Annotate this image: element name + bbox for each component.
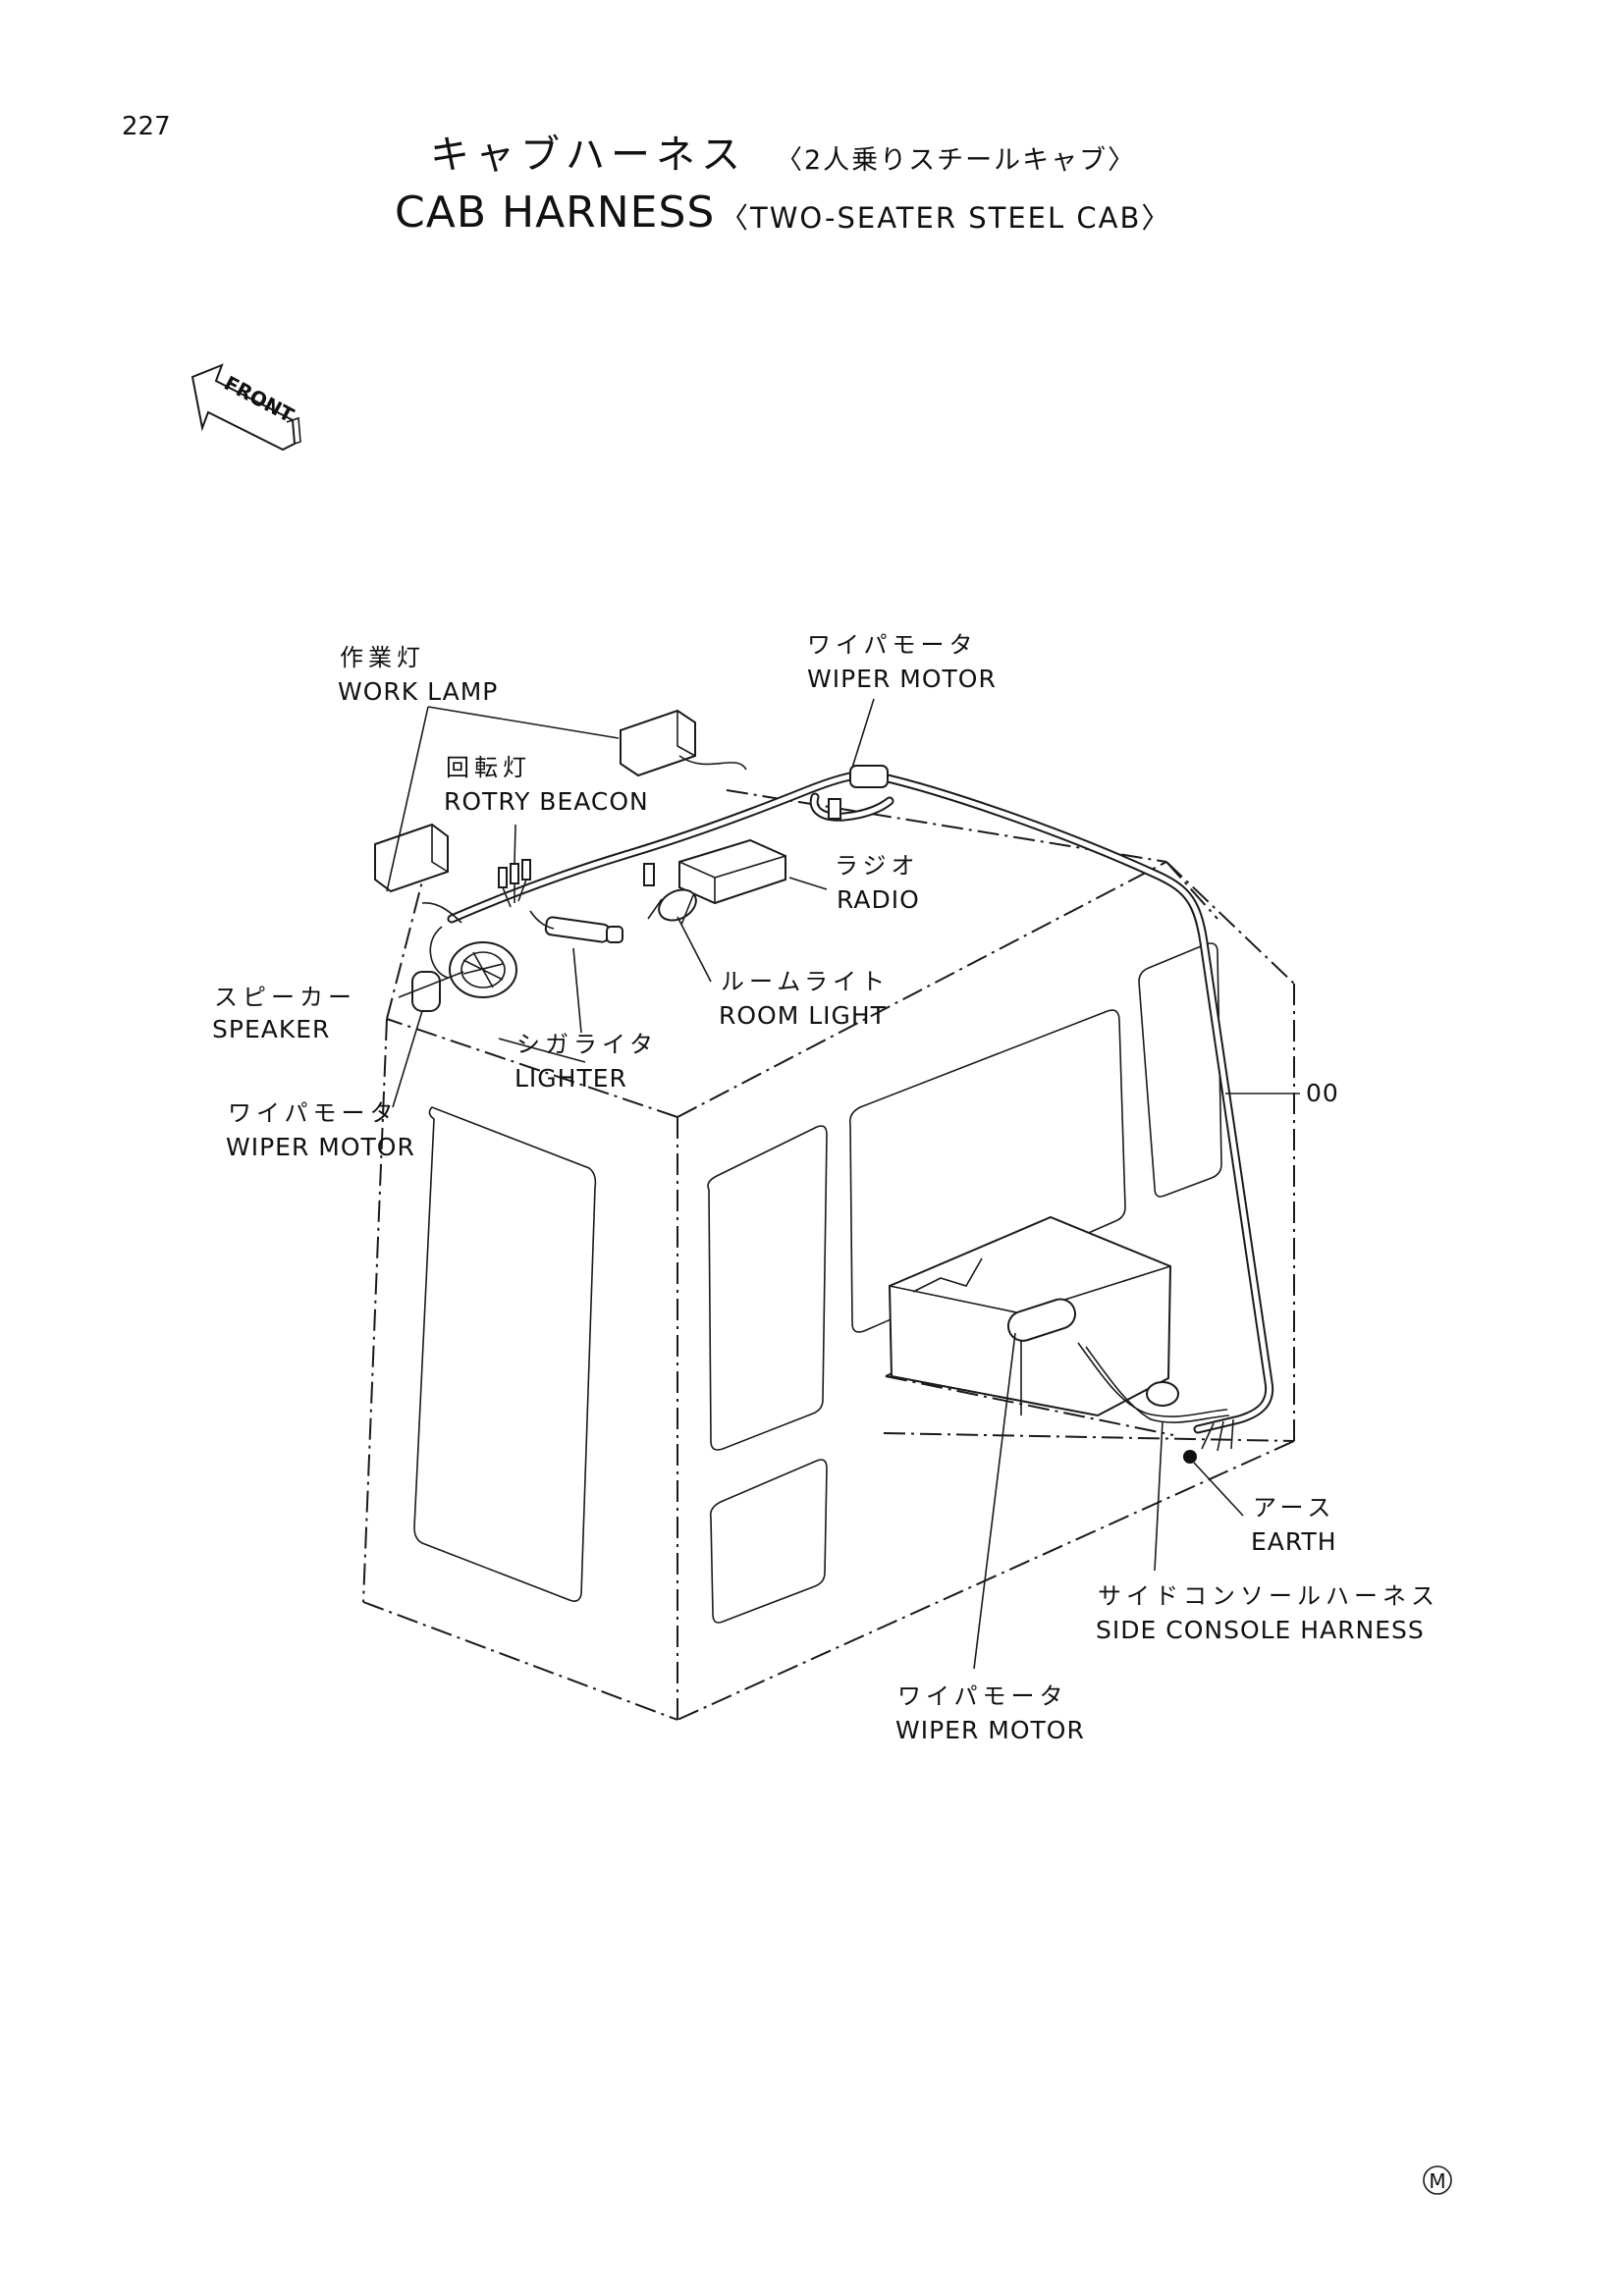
part-number-00: 00 <box>1306 1079 1339 1107</box>
cab-windows <box>413 942 1222 1624</box>
title-en-sub: 〈TWO-SEATER STEEL CAB〉 <box>720 201 1172 235</box>
wiper-motor-top-icon <box>828 765 889 820</box>
radio-label-en: RADIO <box>837 885 920 914</box>
cab-outline <box>362 789 1295 1721</box>
speaker-label-jp: スピーカー <box>214 984 356 1011</box>
earth-label-en: EARTH <box>1251 1527 1337 1556</box>
side-console-harness-label-jp: サイドコンソールハーネス <box>1098 1582 1439 1610</box>
earth-label-jp: アース <box>1253 1494 1336 1522</box>
lighter-label-en: LIGHTER <box>514 1064 627 1093</box>
title-en-main: CAB HARNESS <box>395 187 716 238</box>
speaker-label-en: SPEAKER <box>212 1015 331 1043</box>
speaker-icon <box>421 902 517 998</box>
room-light-label-en: ROOM LIGHT <box>719 1001 887 1030</box>
title-jp-sub: 〈2人乗りスチールキャブ〉 <box>776 145 1137 176</box>
work-lamp-label-jp: 作業灯 <box>340 644 425 671</box>
front-arrow-icon: FRONT <box>190 363 301 452</box>
radio-label-jp: ラジオ <box>835 852 920 880</box>
rotry-beacon-label-en: ROTRY BEACON <box>444 787 649 816</box>
rotary-beacon-connector-icon <box>498 859 531 908</box>
work-lamp-label-en: WORK LAMP <box>338 677 499 706</box>
room-light-icon <box>643 863 697 926</box>
leader-lines <box>386 698 1300 1670</box>
wiper-motor-left-label-jp: ワイパモータ <box>228 1099 399 1127</box>
wiper-motor-bottom-label-en: WIPER MOTOR <box>895 1716 1085 1744</box>
wiper-motor-top-label-en: WIPER MOTOR <box>807 665 997 693</box>
wiper-motor-left-label-en: WIPER MOTOR <box>226 1133 415 1161</box>
work-lamp-icon <box>374 709 747 893</box>
title-jp-main: キャブハーネス <box>430 133 746 178</box>
front-label: FRONT <box>220 371 298 427</box>
rotry-beacon-label-jp: 回転灯 <box>446 754 531 781</box>
page-number: 227 <box>122 112 171 141</box>
m-mark-letter: M <box>1429 2169 1445 2193</box>
wiper-motor-top-label-jp: ワイパモータ <box>807 631 978 659</box>
wiper-motor-bottom-label-jp: ワイパモータ <box>897 1682 1068 1710</box>
side-console-harness-label-en: SIDE CONSOLE HARNESS <box>1096 1616 1425 1644</box>
lighter-icon <box>529 910 623 943</box>
radio-icon <box>678 838 786 905</box>
m-mark-icon: M <box>1423 2165 1452 2195</box>
lighter-label-jp: シガライタ <box>516 1031 659 1058</box>
wiper-motor-left-icon <box>411 971 441 1012</box>
room-light-label-jp: ルームライト <box>721 968 891 995</box>
